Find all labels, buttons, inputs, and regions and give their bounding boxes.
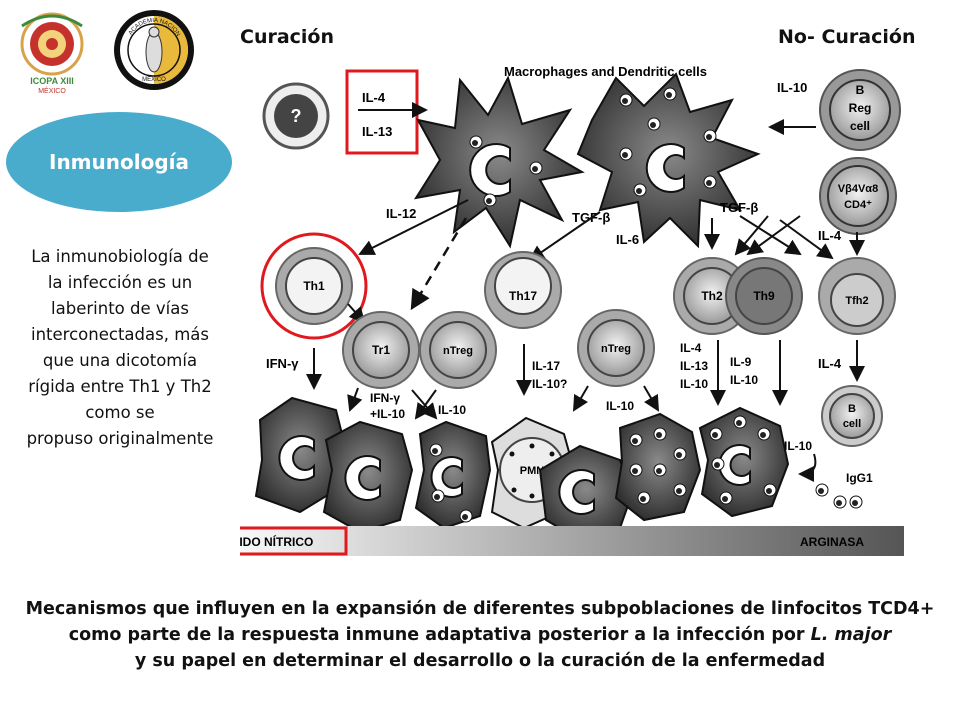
th9-cell: Th9 xyxy=(725,257,803,335)
th17-cell: Th17 xyxy=(484,251,562,329)
unknown-cell-label: ? xyxy=(291,106,302,126)
caption-line-1: Mecanismos que influyen en la expansión … xyxy=(25,599,935,619)
academia-sub: MÉXICO xyxy=(142,76,166,83)
breg-line: B xyxy=(856,83,865,97)
il4-il13-highlight xyxy=(345,69,419,155)
il4-b-label: IL-4 xyxy=(818,356,842,371)
il17-label: IL-17 xyxy=(532,359,560,373)
th17-label: Th17 xyxy=(509,289,537,303)
arrow-to-th17 xyxy=(528,211,601,262)
vb4-line: CD4⁺ xyxy=(844,199,872,211)
side-line: La inmunobiología de xyxy=(31,247,209,266)
ifng-il10-label: IFN-γ xyxy=(370,391,400,405)
b-cell-label: B xyxy=(848,403,856,415)
il12-label: IL-12 xyxy=(386,206,416,221)
il4-right-label: IL-4 xyxy=(818,228,842,243)
th9-label: Th9 xyxy=(753,289,775,303)
figure-caption: Mecanismos que influyen en la expansión … xyxy=(20,596,940,674)
th2-label: Th2 xyxy=(701,289,723,303)
unknown-cell: ? xyxy=(262,82,330,150)
side-text: La inmunobiología de la infección es un … xyxy=(4,244,236,452)
side-line: que una dicotomía xyxy=(42,351,198,370)
tfh2-cell: Tfh2 xyxy=(818,257,896,335)
arrow-to-tfh2 xyxy=(779,219,834,260)
arrow-il10-c xyxy=(798,453,817,482)
th1-label: Th1 xyxy=(303,279,325,293)
arrow-cross-2 xyxy=(746,215,801,256)
arginasa-label: ARGINASA xyxy=(800,535,864,549)
inmunologia-badge: Inmunología xyxy=(6,112,232,212)
arrow-to-th1 xyxy=(358,199,469,255)
oxido-nitrico-highlight xyxy=(240,526,348,556)
th2-out-label: IL-13 xyxy=(680,359,708,373)
arrow-to-th9 xyxy=(739,215,802,256)
side-line: la infección es un xyxy=(47,273,193,292)
il10-a-label: IL-10 xyxy=(438,403,466,417)
tr1-cell: Tr1 xyxy=(342,311,420,389)
tr1-label: Tr1 xyxy=(372,343,390,357)
ntreg-cell-2: nTreg xyxy=(577,309,655,387)
side-line: laberinto de vías xyxy=(51,299,189,318)
b-cell: B cell xyxy=(821,385,883,447)
arrow-ntreg2-left xyxy=(572,385,589,412)
breg-line: Reg xyxy=(849,101,872,115)
il10-c-label: IL-10 xyxy=(784,439,812,453)
icopa-text: ICOPA XIII xyxy=(30,76,74,86)
tgf2-label: TGF-β xyxy=(720,200,758,215)
il6-label: IL-6 xyxy=(616,232,639,247)
ifng-il10-label: +IL-10 xyxy=(370,407,405,421)
il10-b-label: IL-10 xyxy=(606,399,634,413)
vb4va8-cell: Vβ4Vα8 CD4⁺ xyxy=(819,157,897,235)
caption-line-2: como parte de la respuesta inmune adapta… xyxy=(20,622,940,648)
th2-out-label: IL-4 xyxy=(680,341,702,355)
arrow-ntreg2-right xyxy=(643,385,660,412)
side-line: interconectadas, más xyxy=(31,325,209,344)
side-line: como se xyxy=(85,403,155,422)
bottom-macrophage-row: PMN xyxy=(254,396,790,542)
tfh2-label: Tfh2 xyxy=(845,295,868,307)
badge-label: Inmunología xyxy=(49,150,189,174)
pmn-label: PMN xyxy=(520,465,545,477)
caption-line-2-text: como parte de la respuesta inmune adapta… xyxy=(68,625,811,645)
icopa-sub: MÉXICO xyxy=(38,86,66,94)
icopa-logo: ICOPA XIII MÉXICO xyxy=(20,12,84,94)
th1-cell: Th1 xyxy=(275,247,353,325)
dendritic-cell-cluster xyxy=(576,72,761,249)
il4-label: IL-4 xyxy=(362,90,386,105)
arrow-cross-1 xyxy=(734,215,769,256)
academia-logo: ACADEMIA NACIONAL DE MEDICINA MÉXICO xyxy=(112,8,194,90)
macrophage-title: Macrophages and Dendritic cells xyxy=(504,64,707,79)
ntreg-label: nTreg xyxy=(601,343,631,355)
immune-pathway-diagram: ? IL-4 IL-13 Macrophages and Dendritic c… xyxy=(240,64,904,556)
label-no-curacion: No- Curación xyxy=(778,26,916,48)
oxido-nitrico-label: ÓXIDO NÍTRICO xyxy=(240,534,313,549)
igg1-label: IgG1 xyxy=(846,471,873,485)
il10-top-label: IL-10 xyxy=(777,80,807,95)
arrow-ntreg-cross xyxy=(414,389,437,420)
breg-line: cell xyxy=(850,119,870,133)
ntreg-label: nTreg xyxy=(443,345,473,357)
il13-label: IL-13 xyxy=(362,124,392,139)
b-cell-label: cell xyxy=(843,418,861,430)
no-arginasa-gradient-bar xyxy=(240,526,904,556)
side-line: rígida entre Th1 y Th2 xyxy=(28,377,212,396)
th9-out-label: IL-10 xyxy=(730,373,758,387)
th1-highlight xyxy=(260,232,368,340)
ifng-label: IFN-γ xyxy=(266,356,299,371)
caption-line-3: y su papel en determinar el desarrollo o… xyxy=(134,651,826,671)
ntreg-cell-1: nTreg xyxy=(419,311,497,389)
label-curacion: Curación xyxy=(240,26,335,48)
macrophage-cell xyxy=(413,75,585,249)
caption-species: L. major xyxy=(810,625,892,645)
dashed-arrow-to-tr1 xyxy=(410,217,468,311)
il17-label: IL-10? xyxy=(532,377,567,391)
vb4-line: Vβ4Vα8 xyxy=(838,183,878,195)
arrow-tr1-down xyxy=(347,387,363,412)
th2-out-label: IL-10 xyxy=(680,377,708,391)
breg-cell: B Reg cell xyxy=(819,69,901,151)
th9-out-label: IL-9 xyxy=(730,355,752,369)
side-line: propuso originalmente xyxy=(26,429,214,448)
